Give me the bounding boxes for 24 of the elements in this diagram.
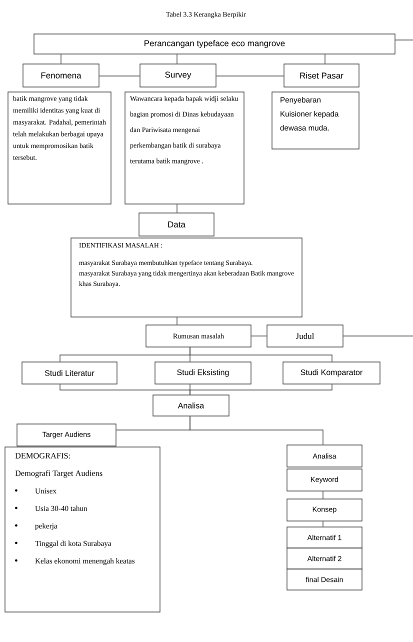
connector-line — [176, 54, 178, 64]
connector-line — [176, 317, 178, 325]
connector-line — [190, 416, 324, 445]
connector-line — [60, 54, 62, 64]
label-box: Riset Pasar — [284, 64, 360, 88]
label-box: Judul — [266, 324, 344, 348]
connector-line — [190, 384, 332, 395]
label-box: Perancangan typeface eco mangrove — [34, 34, 396, 54]
label-box: Studi Literatur — [22, 362, 118, 384]
connector-line — [324, 54, 326, 64]
text-box — [70, 238, 302, 318]
heading: DEMOGRAFIS: — [15, 453, 70, 459]
label-box: Studi Komparator — [282, 362, 380, 384]
label-box: Data — [138, 212, 214, 236]
label-box: Studi Eksisting — [154, 362, 252, 384]
connector-line — [322, 521, 324, 527]
label-box: Fenomena — [22, 64, 100, 88]
label-box: Analisa — [152, 394, 230, 416]
label-box: Survey — [140, 64, 216, 88]
subheading: Demografi Target Audiens — [15, 470, 102, 478]
connector-line — [322, 491, 324, 499]
connector-line — [190, 347, 332, 362]
connector-line — [176, 204, 178, 213]
text-box — [4, 446, 160, 612]
